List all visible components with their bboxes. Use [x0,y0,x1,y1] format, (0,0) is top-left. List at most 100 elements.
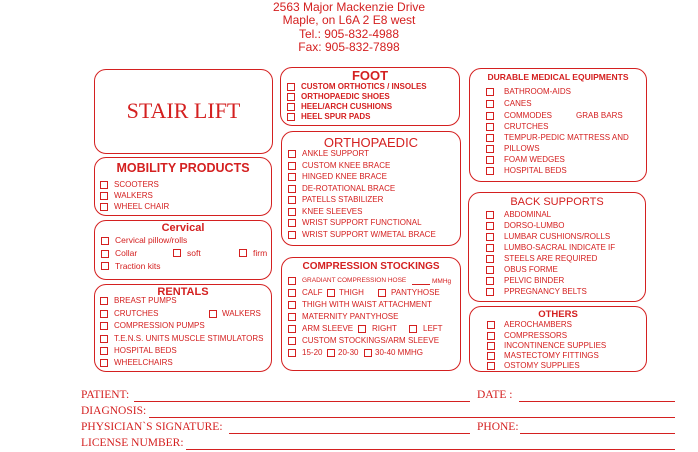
telephone: Tel.: 905-832-4988 [298,27,400,41]
pregnancy-belts-checkbox[interactable] [486,288,494,296]
cervical-pillow-checkbox[interactable] [101,237,109,245]
tens-units-checkbox[interactable] [100,335,108,343]
custom-stockings-checkbox[interactable] [288,337,296,345]
pillows-checkbox[interactable] [486,145,494,153]
firm-label: firm [253,248,268,258]
ankle-support-checkbox[interactable] [288,150,296,158]
commodes-checkbox[interactable] [486,112,494,120]
custom-orthotics-checkbox[interactable] [287,83,295,91]
date-field[interactable] [519,401,675,402]
firm-checkbox[interactable] [239,249,247,257]
dme-hospital-beds-checkbox[interactable] [486,167,494,175]
compression-stockings-box: COMPRESSION STOCKINGS GRADIANT COMPRESSI… [281,257,461,371]
orthopaedic-shoes-checkbox[interactable] [287,93,295,101]
de-rotational-brace-checkbox[interactable] [288,185,296,193]
signature-field[interactable] [229,433,470,434]
diagnosis-field[interactable] [149,417,675,418]
wrist-functional-label: WRIST SUPPORT FUNCTIONAL [302,218,422,227]
stair-lift-title: STAIR LIFT [126,98,241,123]
left-checkbox[interactable] [409,325,417,333]
thigh-waist-checkbox[interactable] [288,301,296,309]
gradient-mmhg-blank[interactable] [412,284,430,285]
steels-required-checkbox[interactable] [486,255,494,263]
pelvic-binder-checkbox[interactable] [486,277,494,285]
dme-crutches-checkbox[interactable] [486,123,494,131]
wrist-metal-checkbox[interactable] [288,231,296,239]
traction-kits-checkbox[interactable] [101,262,109,270]
obus-forme-label: OBUS FORME [504,265,558,274]
aerochambers-checkbox[interactable] [487,321,495,329]
durable-medical-box: DURABLE MEDICAL EQUIPMENTS BATHROOM-AIDS… [469,68,647,182]
obus-forme-checkbox[interactable] [486,266,494,274]
heel-spur-label: HEEL SPUR PADS [301,112,371,121]
calf-checkbox[interactable] [288,289,296,297]
rental-crutches-label: CRUTCHES [114,309,159,318]
custom-knee-brace-checkbox[interactable] [288,162,296,170]
phone-label: PHONE: [477,421,519,433]
heel-spur-checkbox[interactable] [287,113,295,121]
thigh-label: THIGH [339,288,364,297]
patells-stabilizer-checkbox[interactable] [288,196,296,204]
commodes-label: COMMODES [504,111,552,120]
range-20-30-checkbox[interactable] [327,349,335,357]
custom-orthotics-label: CUSTOM ORTHOTICS / INSOLES [301,82,427,91]
incontinence-checkbox[interactable] [487,342,495,350]
mastectomy-checkbox[interactable] [487,352,495,360]
abdominal-checkbox[interactable] [486,211,494,219]
compressors-checkbox[interactable] [487,332,495,340]
foam-wedges-label: FOAM WEDGES [504,155,565,164]
pantyhose-checkbox[interactable] [378,289,386,297]
canes-label: CANES [504,99,532,108]
collar-checkbox[interactable] [101,250,109,258]
range-15-20-checkbox[interactable] [288,349,296,357]
compression-pumps-checkbox[interactable] [100,322,108,330]
lumbo-sacral-checkbox[interactable] [486,244,494,252]
canes-checkbox[interactable] [486,100,494,108]
wrist-metal-label: WRIST SUPPORT W/METAL BRACE [302,230,436,239]
gradient-hose-checkbox[interactable] [288,277,296,285]
patient-field[interactable] [134,401,470,402]
ankle-support-label: ANKLE SUPPORT [302,149,369,158]
maternity-checkbox[interactable] [288,313,296,321]
walkers-label: WALKERS [114,191,153,200]
lumbo-sacral-label: LUMBO-SACRAL INDICATE IF [504,243,616,252]
collar-label: Collar [115,248,138,258]
ostomy-checkbox[interactable] [487,362,495,370]
foam-wedges-checkbox[interactable] [486,156,494,164]
stair-lift-box: STAIR LIFT [94,69,273,154]
rental-walkers-checkbox[interactable] [209,310,217,318]
knee-sleeves-checkbox[interactable] [288,208,296,216]
right-checkbox[interactable] [358,325,366,333]
foot-title: FOOT [351,68,389,83]
custom-stockings-label: CUSTOM STOCKINGS/ARM SLEEVE [302,336,440,345]
soft-checkbox[interactable] [173,249,181,257]
license-field[interactable] [186,449,675,450]
rental-crutches-checkbox[interactable] [100,310,108,318]
mobility-products-box: MOBILITY PRODUCTS SCOOTERS WALKERS WHEEL… [94,157,272,216]
bathroom-aids-checkbox[interactable] [486,88,494,96]
thigh-checkbox[interactable] [327,289,335,297]
range-30-40-checkbox[interactable] [364,349,372,357]
arm-sleeve-checkbox[interactable] [288,325,296,333]
wheel-chair-checkbox[interactable] [100,203,108,211]
hinged-knee-brace-checkbox[interactable] [288,173,296,181]
dorso-lumbo-checkbox[interactable] [486,222,494,230]
scooters-checkbox[interactable] [100,181,108,189]
ostomy-label: OSTOMY SUPPLIES [504,361,580,370]
phone-field[interactable] [520,433,675,434]
breast-pumps-checkbox[interactable] [100,297,108,305]
heel-arch-checkbox[interactable] [287,103,295,111]
tens-units-label: T.E.N.S. UNITS MUSCLE STIMULATORS [114,334,264,343]
rental-hospital-beds-checkbox[interactable] [100,347,108,355]
wrist-functional-checkbox[interactable] [288,219,296,227]
rental-wheelchairs-checkbox[interactable] [100,359,108,367]
compression-title: COMPRESSION STOCKINGS [302,261,440,272]
tempur-pedic-checkbox[interactable] [486,134,494,142]
lumbar-cushions-label: LUMBAR CUSHIONS/ROLLS [504,232,611,241]
address-line-1: 2563 Major Mackenzie Drive [272,0,426,14]
rental-walkers-label: WALKERS [222,309,261,318]
lumbar-cushions-checkbox[interactable] [486,233,494,241]
fax: Fax: 905-832-7898 [298,40,400,54]
walkers-checkbox[interactable] [100,192,108,200]
physician-signature-label: PHYSICIAN`S SIGNATURE: [81,421,223,433]
